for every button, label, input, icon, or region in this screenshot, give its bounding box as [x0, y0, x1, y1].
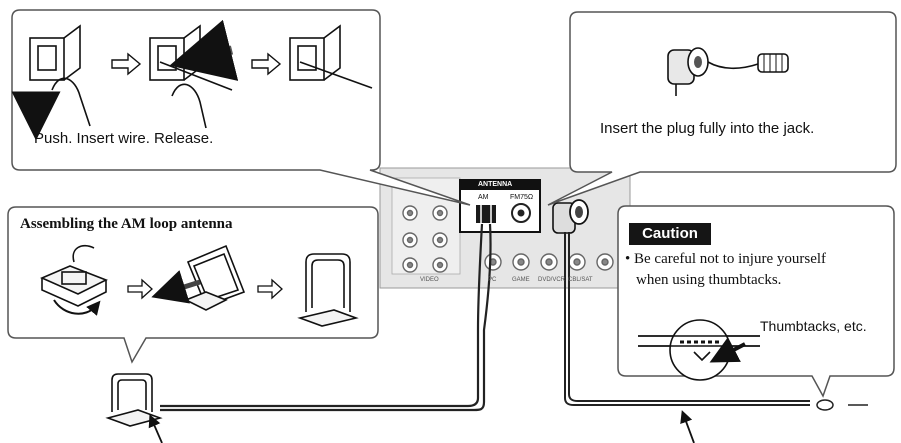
fm-plug-in-panel — [552, 199, 589, 234]
rotate-arrow-icon — [151, 270, 201, 304]
step-arrow-icon — [251, 52, 282, 76]
pointer-arrow-icon — [709, 337, 746, 363]
step-arrow-icon — [127, 278, 153, 300]
push-wire-caption: Push. Insert wire. Release. — [34, 130, 214, 147]
rotate-arrow-icon — [53, 299, 101, 316]
caution-line-2: when using thumbtacks. — [636, 272, 782, 288]
plug-caption: Insert the plug fully into the jack. — [600, 120, 815, 137]
video-label: VIDEO — [420, 277, 439, 283]
am-loop-title: Assembling the AM loop antenna — [20, 216, 233, 232]
game-jack-label: GAME — [512, 277, 530, 283]
callout-push-wire — [11, 9, 471, 206]
am-antenna-cable — [160, 223, 492, 412]
thumbtack-illustration — [638, 319, 760, 381]
step-arrow-icon — [111, 52, 142, 76]
am-terminal-label: AM — [478, 194, 489, 201]
terminal-step-3 — [289, 24, 373, 89]
pc-jack-label: PC — [488, 277, 497, 283]
am-loop-step-2 — [184, 244, 246, 311]
pointer-arrow-icon — [148, 414, 163, 443]
cbl-sat-jack-label: CBL/SAT — [568, 277, 593, 283]
step-arrow-icon — [257, 278, 283, 300]
caution-tag: Caution — [629, 223, 711, 245]
am-loop-antenna — [105, 373, 163, 427]
pointer-arrow-icon — [680, 410, 695, 443]
fm-plug-illustration — [667, 47, 789, 96]
am-loop-step-3 — [297, 253, 359, 327]
wire-insert-arrow-icon — [169, 19, 239, 81]
antenna-header-label: ANTENNA — [478, 181, 513, 188]
am-terminal — [476, 205, 496, 223]
caution-line-1: • Be careful not to injure yourself — [625, 251, 827, 267]
callout-am-loop — [7, 206, 379, 364]
terminal-step-1 — [29, 24, 91, 127]
fm-jack-label: FM75Ω — [510, 194, 534, 201]
callout-caution — [617, 205, 895, 398]
am-loop-step-1 — [40, 244, 108, 307]
component-video-jacks — [402, 205, 448, 273]
fm-antenna-cable — [564, 232, 810, 406]
thumbtacks-label: Thumbtacks, etc. — [760, 318, 867, 334]
antenna-terminal-block — [459, 179, 541, 233]
dvd-vcr-jack-label: DVD/VCR — [538, 277, 566, 283]
callout-plug — [547, 11, 897, 206]
